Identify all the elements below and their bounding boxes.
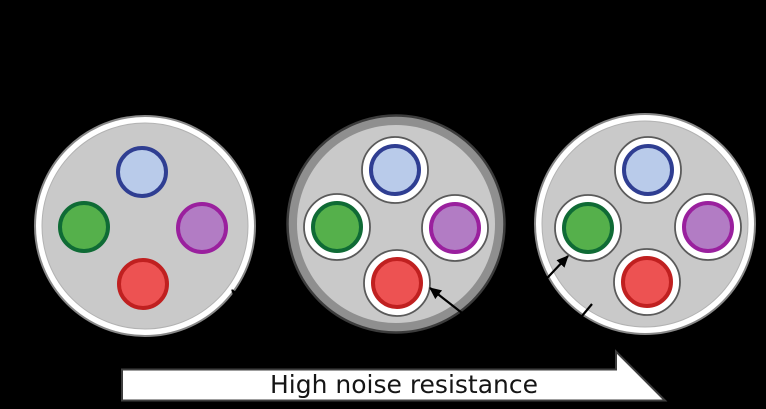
cable1-body — [41, 122, 249, 330]
wire-blue — [369, 144, 421, 196]
high-noise-resistance-arrow: High noise resistance — [121, 349, 668, 402]
cable3-body — [541, 120, 749, 328]
wire-purple — [176, 202, 228, 254]
banner-label: High noise resistance — [270, 370, 538, 399]
cable-individual-shield — [534, 113, 756, 335]
annotation-arrow-cable2-wire-ring — [429, 287, 490, 335]
wire-red — [621, 256, 673, 308]
wire-blue — [116, 146, 168, 198]
wire-red — [117, 258, 169, 310]
wire-green — [58, 201, 110, 253]
annotation-arrow-cable1-jacket — [231, 289, 254, 317]
cable2-body — [297, 125, 495, 323]
wire-purple — [682, 201, 734, 253]
annotation-line-cable3-jacket — [566, 303, 593, 335]
banner-arrow-shape — [121, 349, 668, 402]
wire-green — [562, 202, 614, 254]
wire-green — [311, 201, 363, 253]
wire-purple — [429, 202, 481, 254]
annotation-arrows — [231, 255, 593, 335]
cable-overall-shield — [286, 114, 506, 334]
cable-unshielded — [34, 115, 256, 337]
wire-blue — [622, 144, 674, 196]
annotation-arrow-cable3-wire-ring — [532, 255, 569, 294]
wire-red — [371, 257, 423, 309]
